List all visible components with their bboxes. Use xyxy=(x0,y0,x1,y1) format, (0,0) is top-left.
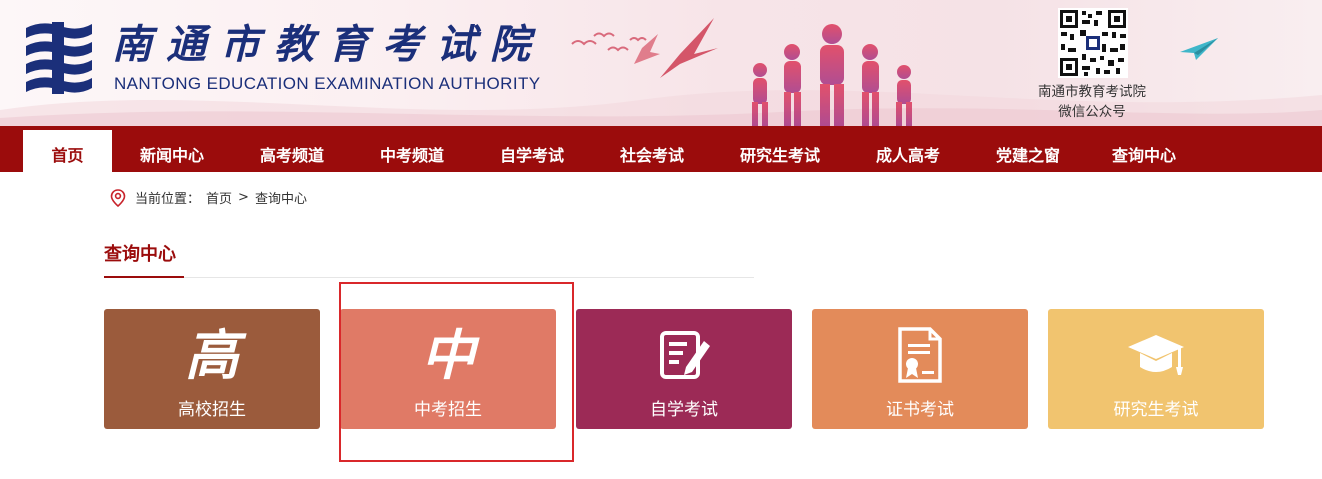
section-title: 查询中心 xyxy=(104,244,176,265)
nav-gaokao[interactable]: 高考频道 xyxy=(259,146,324,165)
card-glyph: 高 xyxy=(185,323,239,387)
nav-query-center[interactable]: 查询中心 xyxy=(1111,146,1176,165)
nav-party-building[interactable]: 党建之窗 xyxy=(995,146,1060,165)
paper-plane-icon xyxy=(1180,38,1218,60)
site-header: 南通市教育考试院 NANTONG EDUCATION EXAMINATION A… xyxy=(0,0,1322,126)
site-name-chinese: 南通市教育考试院 xyxy=(112,21,544,68)
nav-postgraduate-exam[interactable]: 研究生考试 xyxy=(739,146,820,165)
site-name-english: NANTONG EDUCATION EXAMINATION AUTHORITY xyxy=(114,74,541,93)
card-certificate-exam[interactable]: 证书考试 xyxy=(812,309,1028,429)
gao-calligraphy-icon: 高 xyxy=(182,325,242,385)
nav-self-study-exam[interactable]: 自学考试 xyxy=(499,146,564,165)
card-glyph: 中 xyxy=(421,323,475,387)
main-nav: 首页 新闻中心 高考频道 中考频道 自学考试 社会考试 研究生考试 成人高考 党… xyxy=(0,126,1322,172)
breadcrumb-current: 查询中心 xyxy=(254,192,307,207)
location-pin-icon xyxy=(110,188,126,207)
card-label: 高校招生 xyxy=(178,400,246,420)
zhong-calligraphy-icon: 中 xyxy=(418,325,478,385)
banner-decoration xyxy=(0,90,1322,126)
card-label: 证书考试 xyxy=(886,400,954,420)
card-zhongkao-admission[interactable]: 中 中考招生 xyxy=(340,309,556,429)
card-self-study-exam[interactable]: 自学考试 xyxy=(576,309,792,429)
document-pen-icon xyxy=(654,325,714,385)
nav-home[interactable]: 首页 xyxy=(23,130,112,172)
graduation-cap-icon xyxy=(1126,325,1186,385)
card-label: 研究生考试 xyxy=(1113,400,1199,420)
breadcrumb-home-link[interactable]: 首页 xyxy=(206,192,233,207)
card-postgraduate-exam[interactable]: 研究生考试 xyxy=(1048,309,1264,429)
logo-icon xyxy=(26,22,92,94)
nav-news[interactable]: 新闻中心 xyxy=(139,146,204,165)
birds-decoration xyxy=(571,18,718,78)
wechat-qr-code xyxy=(1058,8,1128,78)
breadcrumb-prefix: 当前位置： xyxy=(135,192,201,207)
card-label: 自学考试 xyxy=(650,400,718,420)
breadcrumb: 当前位置： 首页 > 查询中心 xyxy=(110,188,313,207)
breadcrumb-separator: > xyxy=(238,190,249,205)
section-divider xyxy=(104,277,754,278)
runners-illustration xyxy=(752,24,912,126)
card-college-admission[interactable]: 高 高校招生 xyxy=(104,309,320,429)
section-divider-accent xyxy=(104,276,184,278)
qr-caption-line2: 微信公众号 xyxy=(1058,104,1126,120)
nav-adult-college-exam[interactable]: 成人高考 xyxy=(875,146,940,165)
card-label: 中考招生 xyxy=(414,400,482,420)
qr-caption: 南通市教育考试院 微信公众号 xyxy=(1022,82,1162,122)
nav-social-exam[interactable]: 社会考试 xyxy=(619,146,684,165)
certificate-icon xyxy=(890,325,950,385)
qr-caption-line1: 南通市教育考试院 xyxy=(1038,84,1146,100)
nav-zhongkao[interactable]: 中考频道 xyxy=(379,146,444,165)
